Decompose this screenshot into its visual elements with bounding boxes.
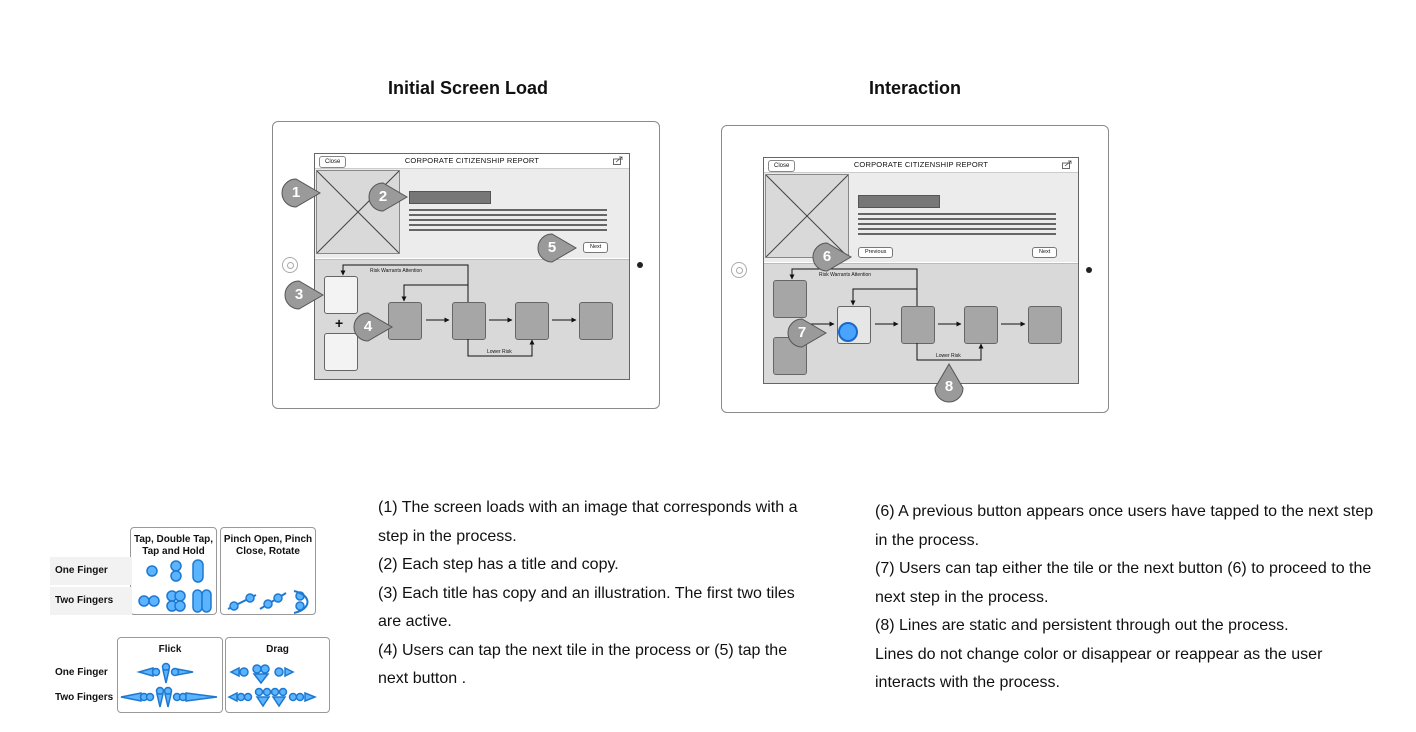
- gesture-row-one-finger: One Finger: [50, 557, 132, 585]
- gesture-row-two-fingers: Two Fingers: [55, 692, 114, 703]
- step-title-bar: [858, 195, 940, 208]
- copy-line: [858, 223, 1056, 225]
- home-button-icon[interactable]: [282, 257, 298, 273]
- report-title: CORPORATE CITIZENSHIP REPORT: [853, 160, 989, 169]
- step-image-placeholder: [316, 170, 400, 254]
- gesture-icons-flick: [120, 662, 218, 708]
- previous-button[interactable]: Previous: [858, 247, 894, 258]
- share-icon[interactable]: [1062, 160, 1072, 169]
- process-connectors: [789, 268, 1026, 361]
- process-flow-panel: Risk Warrants Attention Lower Risk: [764, 263, 1078, 383]
- heading-interaction: Interaction: [868, 78, 961, 98]
- process-tile[interactable]: [901, 306, 935, 344]
- step-title-bar: [409, 191, 491, 204]
- next-button[interactable]: Next: [1032, 247, 1058, 258]
- note-6: (6) A previous button appears once users…: [875, 503, 1374, 549]
- callout-2: 2: [368, 182, 408, 212]
- callout-6: 6: [812, 242, 852, 272]
- plus-sign: +: [335, 315, 344, 331]
- process-tile[interactable]: [1028, 306, 1062, 344]
- copy-line: [858, 213, 1056, 215]
- copy-line: [858, 228, 1056, 230]
- screen-initial: Close CORPORATE CITIZENSHIP REPORT Next …: [314, 153, 630, 380]
- copy-line: [858, 218, 1056, 220]
- process-tile[interactable]: [773, 280, 807, 318]
- callout-5: 5: [537, 233, 577, 263]
- callout-7: 7: [787, 318, 827, 348]
- step-detail-panel: Next: [315, 169, 629, 258]
- gesture-row-one-finger: One Finger: [55, 667, 108, 678]
- share-icon[interactable]: [613, 156, 623, 165]
- note-8-continued: Lines do not change color or disappear o…: [875, 645, 1323, 692]
- tap-indicator-icon: [838, 322, 858, 342]
- tablet-initial: Close CORPORATE CITIZENSHIP REPORT Next …: [272, 121, 660, 409]
- screen-topbar: Close CORPORATE CITIZENSHIP REPORT: [764, 158, 1078, 173]
- notes-right: (6) A previous button appears once users…: [875, 498, 1375, 698]
- gesture-icons-pinch: [227, 590, 309, 614]
- screen-topbar: Close CORPORATE CITIZENSHIP REPORT: [315, 154, 629, 169]
- gesture-row-two-fingers: Two Fingers: [50, 587, 132, 615]
- camera-icon: [637, 262, 643, 268]
- gesture-icons-tap: [138, 559, 212, 613]
- report-title: CORPORATE CITIZENSHIP REPORT: [404, 156, 540, 165]
- copy-line: [409, 209, 607, 211]
- notes-left: (1) The screen loads with an image that …: [378, 494, 803, 694]
- process-tile[interactable]: [452, 302, 486, 340]
- note-7: (7) Users can tap either the tile or the…: [875, 560, 1372, 606]
- copy-line: [409, 214, 607, 216]
- step-image-placeholder: [765, 174, 849, 258]
- home-button-icon[interactable]: [731, 262, 747, 278]
- callout-1: 1: [281, 178, 321, 208]
- process-tile[interactable]: [388, 302, 422, 340]
- note-2: (2) Each step has a title and copy.: [378, 556, 619, 573]
- next-button[interactable]: Next: [583, 242, 609, 253]
- callout-8: 8: [934, 363, 964, 403]
- risk-warrants-attention-label: Risk Warrants Attention: [819, 272, 872, 278]
- risk-warrants-attention-label: Risk Warrants Attention: [370, 268, 423, 274]
- heading-initial-screen-load: Initial Screen Load: [387, 78, 549, 98]
- note-3: (3) Each title has copy and an illustrat…: [378, 584, 795, 631]
- screen-interaction: Close CORPORATE CITIZENSHIP REPORT Previ…: [763, 157, 1079, 384]
- close-button[interactable]: Close: [768, 160, 796, 172]
- copy-line: [409, 224, 607, 226]
- callout-3: 3: [284, 280, 324, 310]
- copy-line: [858, 233, 1056, 235]
- note-8: (8) Lines are static and persistent thro…: [875, 617, 1289, 634]
- process-connectors: [340, 264, 577, 357]
- camera-icon: [1086, 267, 1092, 273]
- callout-4: 4: [353, 312, 393, 342]
- copy-line: [409, 229, 607, 231]
- tablet-interaction: Close CORPORATE CITIZENSHIP REPORT Previ…: [721, 125, 1109, 413]
- lower-risk-label: Lower Risk: [936, 353, 961, 359]
- note-1: (1) The screen loads with an image that …: [378, 499, 798, 545]
- process-tile[interactable]: [515, 302, 549, 340]
- step-detail-panel: Previous Next: [764, 173, 1078, 262]
- process-tile[interactable]: [579, 302, 613, 340]
- close-button[interactable]: Close: [319, 156, 347, 168]
- process-tile-active[interactable]: [324, 276, 358, 314]
- lower-risk-label: Lower Risk: [487, 349, 512, 355]
- copy-line: [409, 219, 607, 221]
- gesture-reference: Tap, Double Tap, Tap and Hold Pinch Open…: [50, 527, 335, 717]
- gesture-icons-drag: [227, 664, 318, 708]
- gesture-header-flick: Flick: [117, 637, 223, 713]
- process-tile-active[interactable]: [324, 333, 358, 371]
- note-4: (4) Users can tap the next tile in the p…: [378, 641, 788, 688]
